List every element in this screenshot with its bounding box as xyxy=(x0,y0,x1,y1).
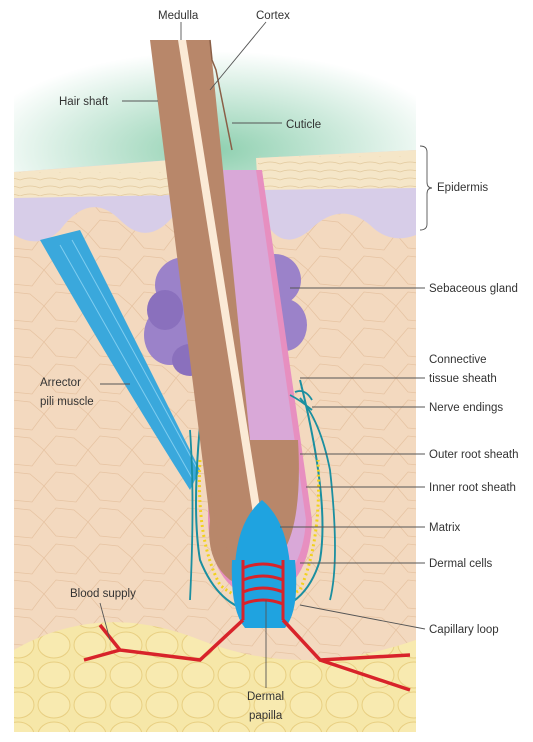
label-cortex: Cortex xyxy=(256,10,290,22)
epidermis-texture-left xyxy=(14,172,172,196)
label-arrector-pili-2: pili muscle xyxy=(40,396,94,408)
label-inner-root-sheath: Inner root sheath xyxy=(429,482,516,494)
label-connective-tissue-sheath-2: tissue sheath xyxy=(429,373,497,385)
label-nerve-endings: Nerve endings xyxy=(429,402,503,414)
label-hair-shaft: Hair shaft xyxy=(59,96,109,108)
label-cuticle: Cuticle xyxy=(286,119,321,131)
label-dermal-papilla-2: papilla xyxy=(249,710,283,722)
label-arrector-pili-1: Arrector xyxy=(40,377,81,389)
label-connective-tissue-sheath-1: Connective xyxy=(429,354,487,366)
label-dermal-cells: Dermal cells xyxy=(429,558,493,570)
label-outer-root-sheath: Outer root sheath xyxy=(429,449,519,461)
label-matrix: Matrix xyxy=(429,522,461,534)
label-capillary-loop: Capillary loop xyxy=(429,624,499,636)
label-blood-supply: Blood supply xyxy=(70,588,136,600)
epidermis-texture-right xyxy=(258,156,416,188)
label-sebaceous-gland: Sebaceous gland xyxy=(429,283,518,295)
epidermis-bracket xyxy=(420,146,432,230)
label-dermal-papilla-1: Dermal xyxy=(247,691,284,703)
label-medulla: Medulla xyxy=(158,10,199,22)
label-epidermis: Epidermis xyxy=(437,182,488,194)
dermal-papilla xyxy=(232,560,296,628)
